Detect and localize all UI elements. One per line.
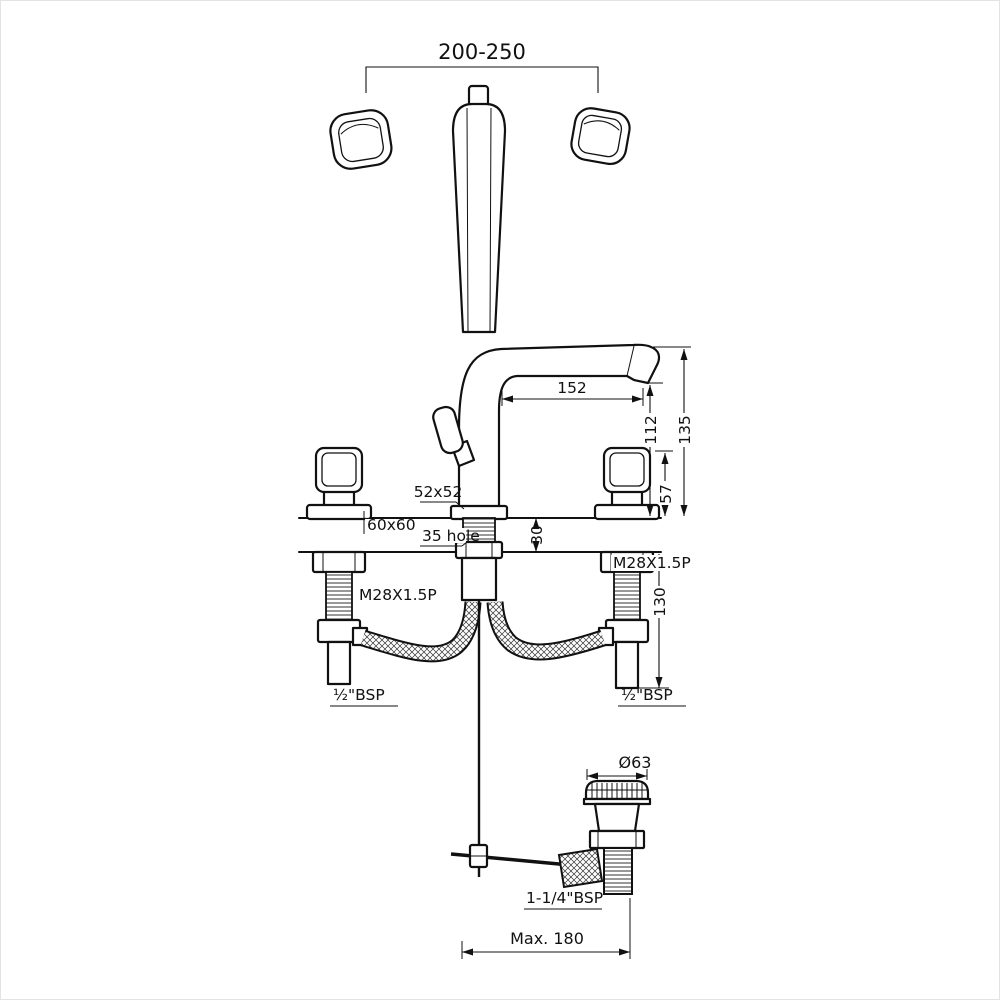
left-threaded-shank (325, 571, 353, 621)
right-inlet-stub (614, 640, 640, 690)
spout-base-label: 52x52 (414, 483, 463, 501)
spout-side-profile (457, 343, 661, 510)
dim-130-label: 130 (651, 587, 669, 617)
lever-handle (432, 405, 464, 455)
spout-base-plate (449, 504, 509, 521)
right-handle-top-view (570, 107, 631, 166)
max-depth-label: Max. 180 (510, 929, 584, 948)
waste-neck (593, 802, 641, 833)
right-escutcheon (593, 503, 661, 521)
center-shank (454, 517, 504, 560)
waste-pivot-block (557, 847, 604, 889)
dim-135-label: 135 (676, 415, 694, 445)
waste-grid-slots (587, 783, 647, 798)
right-thread-label: M28X1.5P (613, 554, 691, 572)
spout-body-front (451, 102, 507, 334)
flex-hoses (360, 556, 606, 663)
right-bsp-label: ½"BSP (621, 686, 673, 704)
spread-dimension-line (365, 66, 599, 93)
waste-thread-label: 1-1/4"BSP (526, 889, 603, 907)
left-thread-label: M28X1.5P (359, 586, 437, 604)
waste-assembly (557, 779, 652, 895)
hole-label: 35 hole (422, 527, 480, 545)
dimensions: 152 112 135 57 30 130 52x52 60x60 (330, 346, 694, 959)
aerator-divider (626, 345, 635, 377)
left-inlet-stub (326, 640, 352, 686)
right-threaded-shank (613, 571, 641, 621)
mixer-side-view (432, 343, 661, 521)
spout-front-view (451, 84, 507, 334)
waste-tailpiece (603, 847, 633, 895)
reach-dimension-label: 152 (557, 379, 587, 397)
right-flex-hose (488, 601, 606, 659)
left-mounting-nut (311, 550, 367, 574)
left-escutcheon (305, 503, 373, 521)
left-flex-hose (361, 601, 480, 661)
handle-spread-dimension: 200-250 (365, 40, 599, 93)
dim-112-label: 112 (642, 415, 660, 445)
left-handle-side-view (314, 446, 364, 494)
left-valve (305, 446, 373, 686)
deck-thickness-label: 30 (528, 525, 546, 545)
center-manifold (460, 556, 498, 602)
waste-dia-label: Ø63 (619, 753, 652, 772)
left-bsp-label: ½"BSP (333, 686, 385, 704)
dim-57-label: 57 (657, 484, 675, 504)
left-handle-top-view (329, 109, 393, 170)
escutcheon-label: 60x60 (367, 516, 416, 534)
right-valve (593, 446, 661, 690)
spread-dimension-label: 200-250 (438, 40, 526, 64)
